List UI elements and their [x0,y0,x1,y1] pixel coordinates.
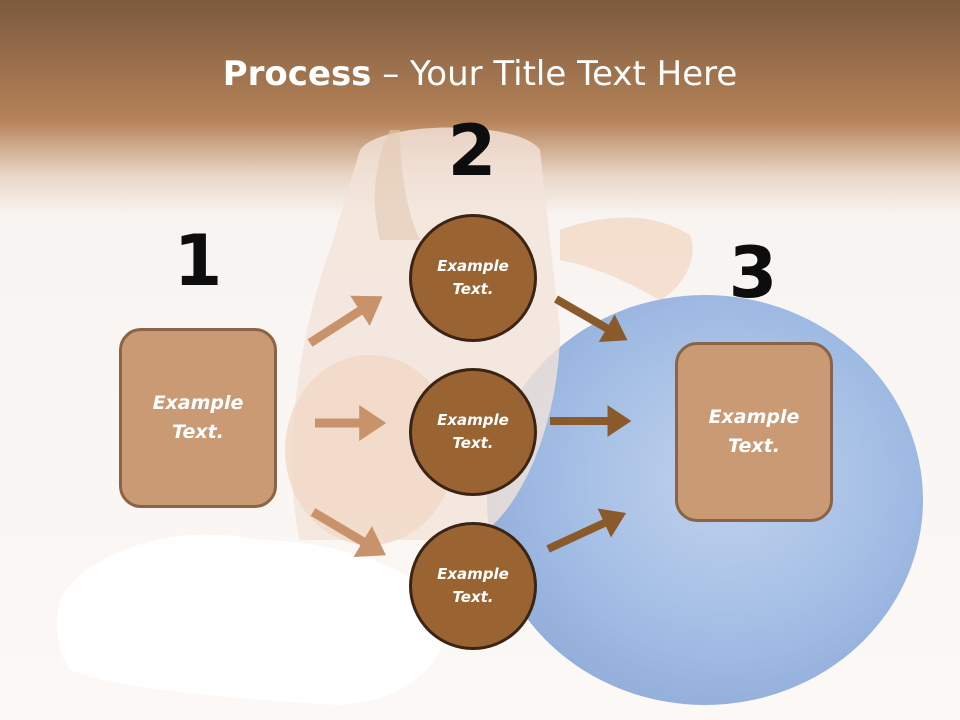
circle-2-line2: Text. [452,434,494,452]
belly [285,355,455,545]
step-3-line1: Example [708,406,800,428]
pants [57,534,446,705]
circle-3-line1: Example [437,565,509,583]
step-1-line2: Text. [172,421,224,443]
slide-title: Process – Your Title Text Here [0,52,960,96]
arm [560,217,693,300]
circle-3-line2: Text. [452,588,494,606]
circle-1-line2: Text. [452,280,494,298]
arrow-circle-1-to-3 [554,295,628,343]
step-3-number: 3 [728,232,778,314]
arrow-circle-3-to-3 [546,508,627,553]
step-2-circle-2: Example Text. [409,368,537,496]
arrow-1-to-circle-3 [310,508,386,557]
title-rest: – Your Title Text Here [371,54,738,94]
step-2-number: 2 [447,110,497,192]
step-2-circle-1: Example Text. [409,214,537,342]
step-3-box: Example Text. [675,342,833,522]
circle-1-line1: Example [437,257,509,275]
step-2-circle-3: Example Text. [409,522,537,650]
hair [374,130,420,240]
arrow-1-to-circle-1 [307,295,383,347]
step-1-number: 1 [173,220,223,302]
step-3-line2: Text. [728,435,780,457]
step-1-line1: Example [152,392,244,414]
circle-2-line1: Example [437,411,509,429]
title-bold: Process [222,54,372,94]
step-1-box: Example Text. [119,328,277,508]
